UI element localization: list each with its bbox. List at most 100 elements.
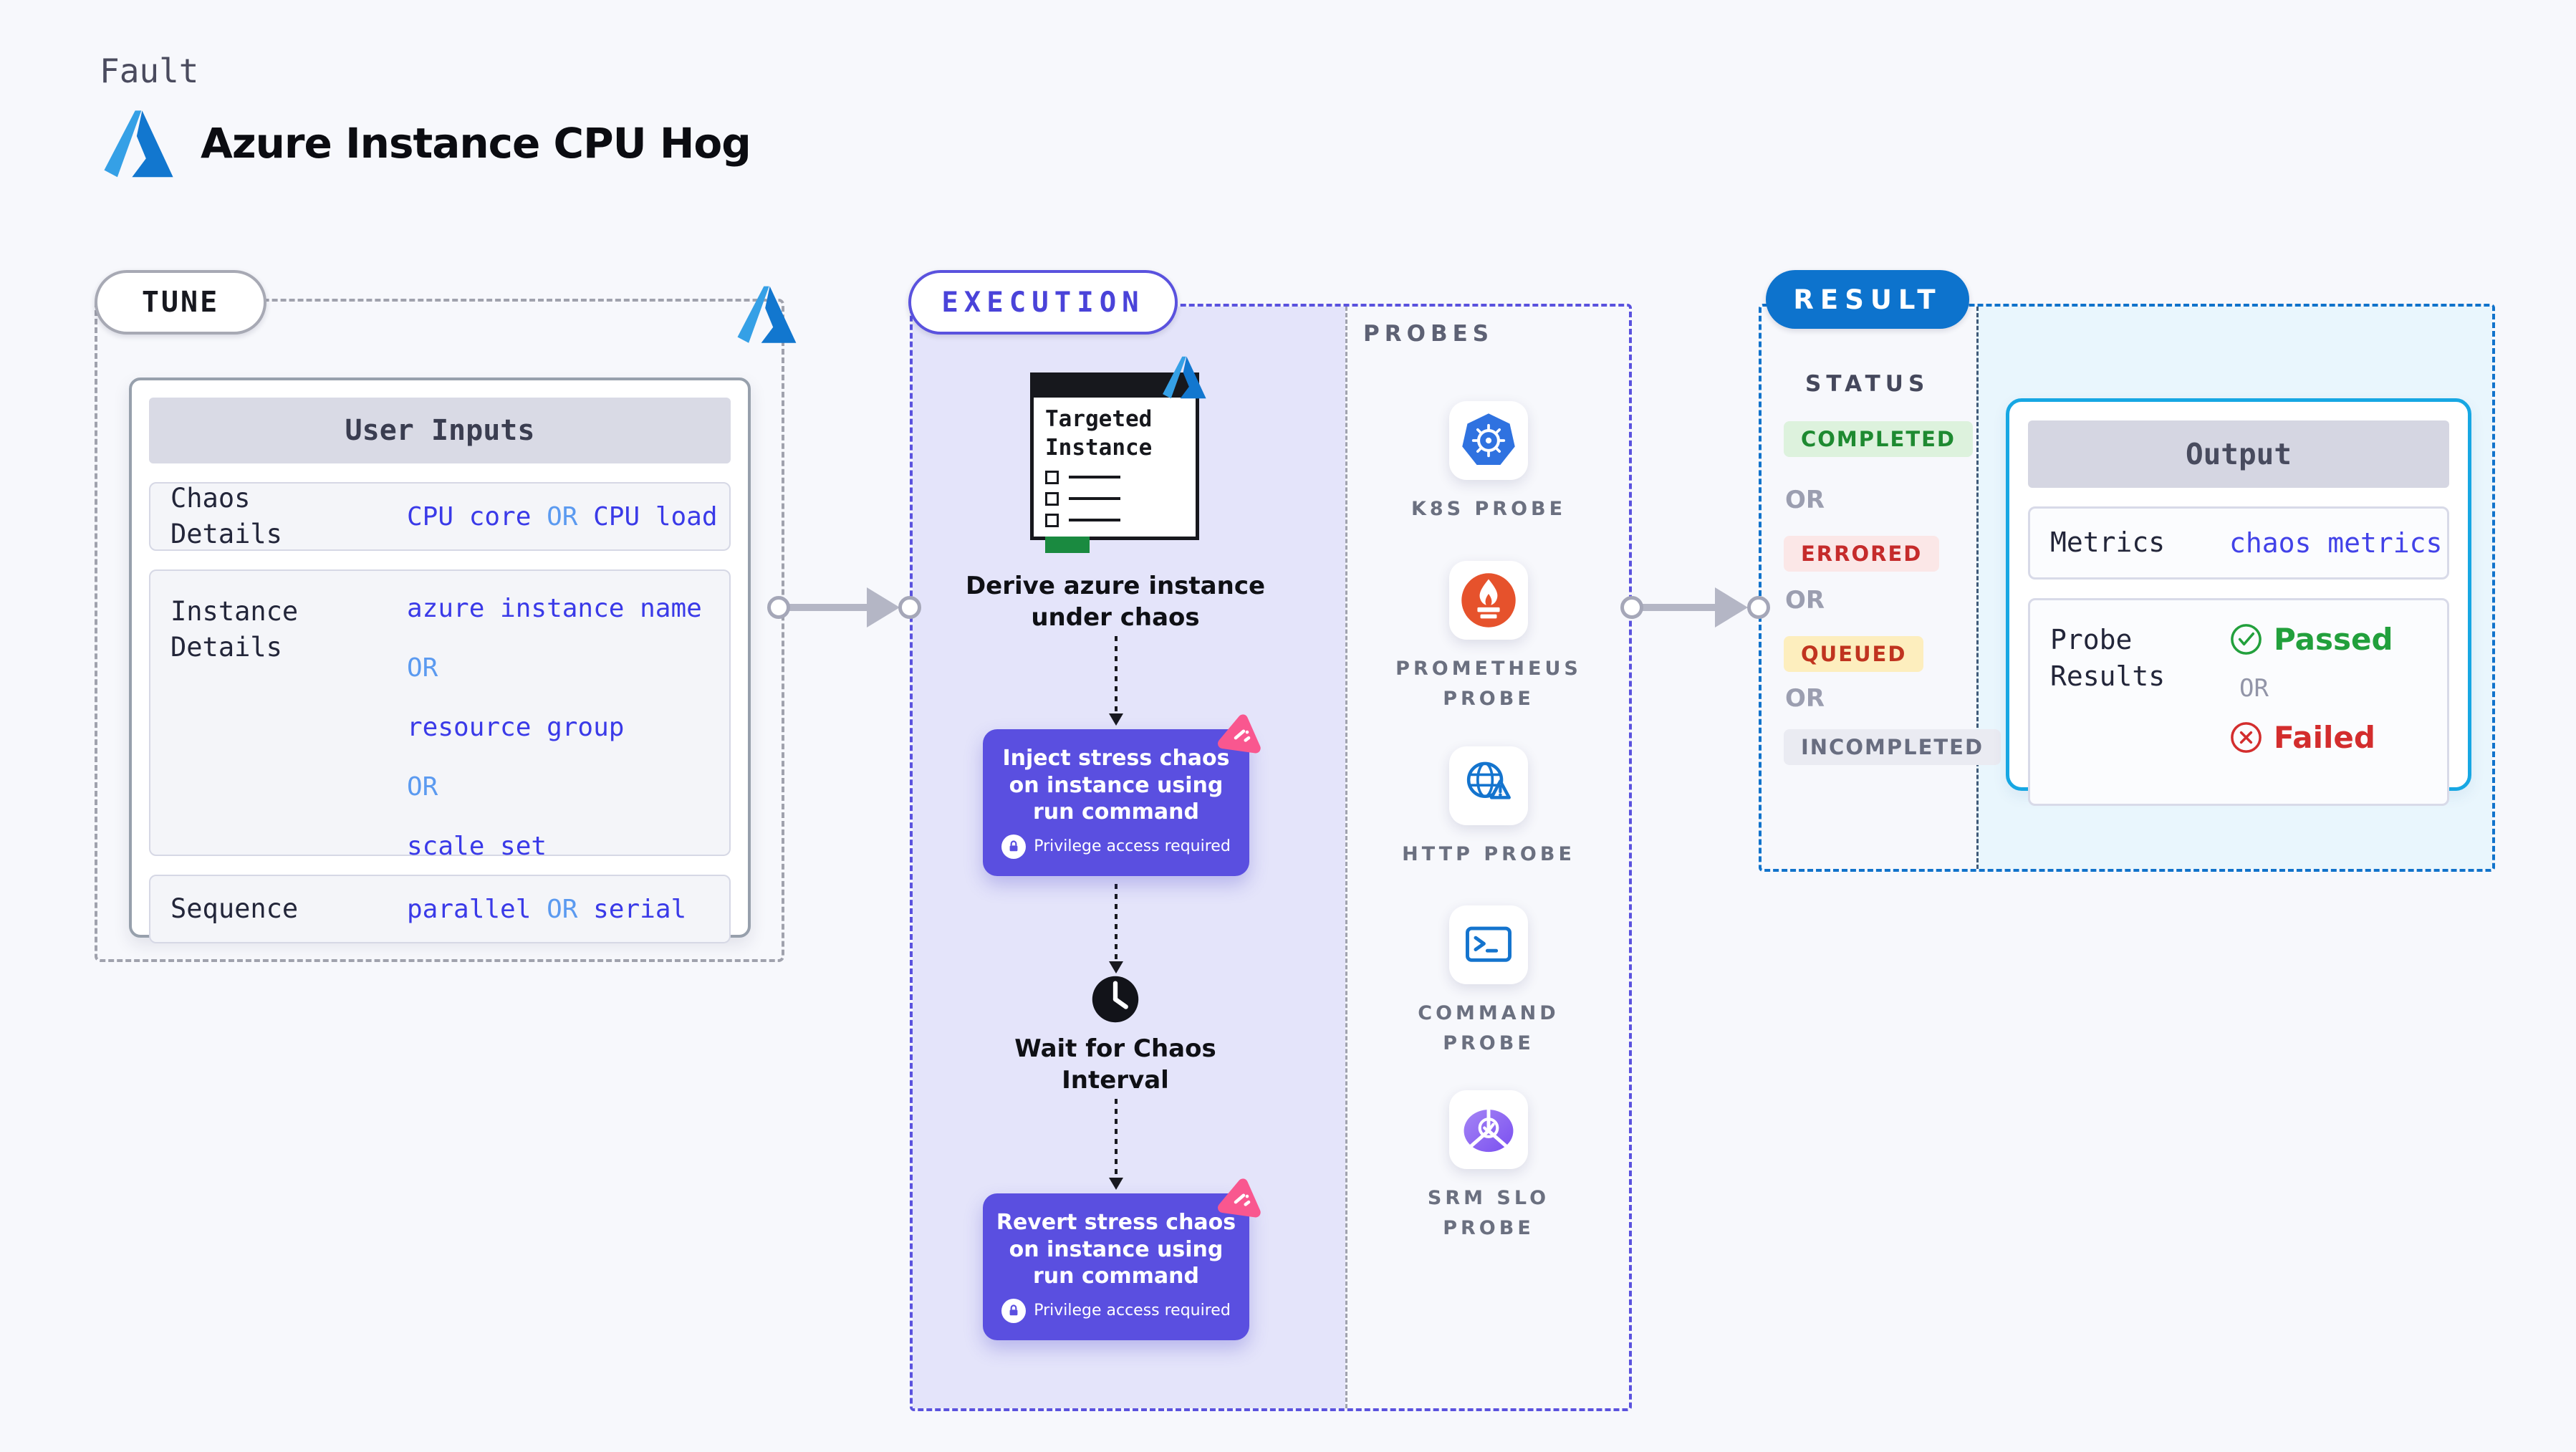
probe-label-http: HTTP PROBE bbox=[1402, 843, 1575, 865]
status-badge-errored: ERRORED bbox=[1784, 536, 1940, 572]
probe-label-prometheus: PROMETHEUS PROBE bbox=[1395, 658, 1582, 710]
derive-step-caption: Derive azure instance under chaos bbox=[965, 572, 1266, 633]
flow-dotted-line bbox=[1115, 1099, 1118, 1178]
flow-arrow-head bbox=[1109, 961, 1123, 973]
line-glyph bbox=[1069, 497, 1120, 501]
wait-step-caption: Wait for Chaos Interval bbox=[1014, 1034, 1216, 1095]
probe-results-row: Probe Results Passed OR Faile bbox=[2028, 598, 2449, 806]
chaos-details-label: Chaos Details bbox=[170, 483, 282, 549]
sequence-row: Sequence parallel OR serial bbox=[149, 875, 731, 943]
flow-dotted-line bbox=[1115, 884, 1118, 961]
status-or: OR bbox=[1785, 684, 1825, 713]
probe-result-or: OR bbox=[2239, 674, 2269, 703]
azure-logo bbox=[737, 286, 797, 343]
progress-bar bbox=[1045, 536, 1090, 553]
prometheus-icon bbox=[1461, 573, 1516, 628]
line-glyph bbox=[1069, 519, 1120, 522]
passed-result: Passed bbox=[2229, 622, 2393, 657]
instance-details-values: azure instance name OR resource group OR… bbox=[407, 594, 702, 861]
checkbox-icon bbox=[1045, 513, 1059, 527]
sequence-label: Sequence bbox=[170, 893, 299, 925]
flow-arrow-head bbox=[867, 587, 900, 628]
inject-step-text: Inject stress chaos on instance using ru… bbox=[1002, 746, 1230, 824]
checkbox-icon bbox=[1045, 470, 1059, 484]
kubernetes-icon bbox=[1462, 413, 1515, 465]
probe-card-http bbox=[1449, 746, 1528, 825]
probe-card-srm-slo bbox=[1449, 1090, 1528, 1169]
metrics-label: Metrics bbox=[2050, 527, 2166, 559]
probe-card-k8s bbox=[1449, 401, 1528, 480]
window-title: Targeted Instance bbox=[1045, 406, 1153, 461]
connector-dot bbox=[1747, 596, 1770, 619]
status-badge-queued: QUEUED bbox=[1784, 636, 1924, 672]
user-inputs-header: User Inputs bbox=[149, 398, 731, 463]
check-circle-icon bbox=[2231, 624, 2262, 655]
connector-dot bbox=[1620, 596, 1643, 619]
flow-arrow-head bbox=[1109, 713, 1123, 726]
flow-arrow-line bbox=[1633, 604, 1716, 611]
azure-logo bbox=[1163, 356, 1206, 399]
status-badge-completed: COMPLETED bbox=[1784, 421, 1974, 457]
checkbox-row bbox=[1045, 513, 1184, 527]
passed-text: Passed bbox=[2274, 622, 2393, 657]
checkbox-row bbox=[1045, 491, 1184, 506]
tune-badge: TUNE bbox=[95, 270, 266, 335]
failed-result: Failed bbox=[2229, 720, 2393, 755]
x-circle-icon bbox=[2231, 722, 2262, 753]
terminal-icon bbox=[1466, 926, 1512, 962]
flow-arrow-line bbox=[780, 604, 869, 611]
clock-icon bbox=[1092, 976, 1139, 1023]
tune-section-outline bbox=[95, 299, 784, 962]
chaos-hub-icon bbox=[1218, 714, 1261, 754]
srm-slo-icon bbox=[1464, 1108, 1514, 1153]
azure-logo bbox=[104, 110, 173, 178]
inject-chaos-step: Inject stress chaos on instance using ru… bbox=[983, 729, 1249, 876]
metrics-value: chaos metrics bbox=[2229, 527, 2443, 559]
privilege-note: Privilege access required bbox=[991, 1298, 1241, 1323]
http-globe-icon bbox=[1466, 761, 1511, 799]
user-inputs-card: User Inputs Chaos Details CPU core OR CP… bbox=[129, 378, 751, 943]
metrics-row: Metrics chaos metrics bbox=[2028, 506, 2449, 580]
probe-card-command bbox=[1449, 905, 1528, 984]
probe-card-prometheus bbox=[1449, 561, 1528, 640]
page-title: Azure Instance CPU Hog bbox=[201, 119, 751, 168]
flow-arrow-head bbox=[1109, 1178, 1123, 1190]
output-card: Output Metrics chaos metrics Probe Resul… bbox=[2006, 398, 2471, 806]
chaos-details-value: CPU core OR CPU load bbox=[407, 501, 718, 532]
flow-arrow-head bbox=[1715, 587, 1748, 628]
revert-chaos-step: Revert stress chaos on instance using ru… bbox=[983, 1193, 1249, 1340]
privilege-note: Privilege access required bbox=[991, 834, 1241, 859]
checkbox-row bbox=[1045, 470, 1184, 484]
flow-dotted-line bbox=[1115, 636, 1118, 713]
failed-text: Failed bbox=[2274, 720, 2375, 755]
status-or: OR bbox=[1785, 586, 1825, 615]
probe-label-k8s: K8S PROBE bbox=[1410, 498, 1567, 520]
probe-results-label: Probe Results bbox=[2050, 624, 2166, 693]
instance-details-label: Instance Details bbox=[170, 596, 299, 663]
chaos-hub-icon bbox=[1218, 1178, 1261, 1218]
checkbox-icon bbox=[1045, 491, 1059, 506]
lock-icon bbox=[1001, 834, 1027, 859]
revert-step-text: Revert stress chaos on instance using ru… bbox=[996, 1210, 1236, 1289]
line-glyph bbox=[1069, 476, 1120, 479]
fault-eyebrow: Fault bbox=[100, 52, 199, 90]
probe-label-command: COMMAND PROBE bbox=[1418, 1002, 1559, 1054]
status-or: OR bbox=[1785, 486, 1825, 514]
execution-badge: EXECUTION bbox=[908, 270, 1178, 335]
privilege-text: Privilege access required bbox=[1034, 837, 1231, 855]
privilege-text: Privilege access required bbox=[1034, 1302, 1231, 1319]
chaos-details-row: Chaos Details CPU core OR CPU load bbox=[149, 482, 731, 551]
connector-dot bbox=[767, 596, 790, 619]
status-badge-incompleted: INCOMPLETED bbox=[1784, 729, 2001, 765]
sequence-value: parallel OR serial bbox=[407, 894, 687, 924]
instance-details-row: Instance Details azure instance name OR … bbox=[149, 569, 731, 861]
result-badge: RESULT bbox=[1766, 270, 1969, 329]
lock-icon bbox=[1001, 1298, 1027, 1323]
probe-label-srm-slo: SRM SLO PROBE bbox=[1427, 1187, 1550, 1239]
targeted-instance-window: Targeted Instance bbox=[1030, 356, 1206, 553]
status-label: STATUS bbox=[1805, 371, 1930, 397]
output-header: Output bbox=[2028, 420, 2449, 488]
probes-divider-line bbox=[1345, 307, 1347, 1408]
connector-dot bbox=[898, 596, 921, 619]
